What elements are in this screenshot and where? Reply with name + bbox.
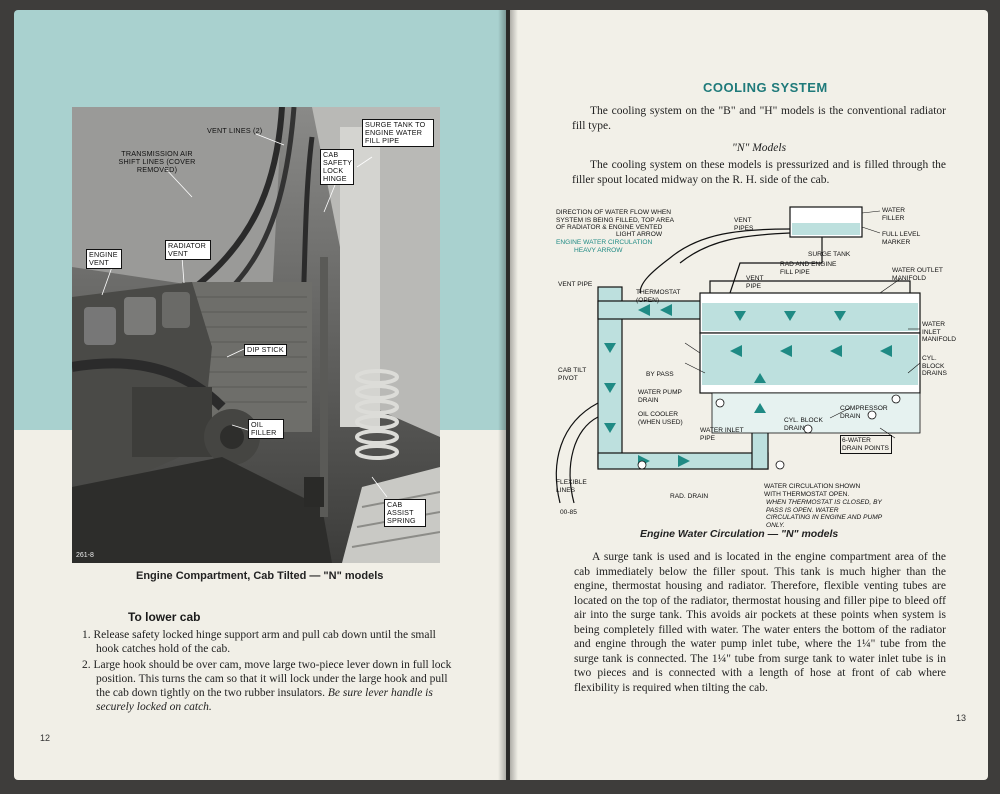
page-title: COOLING SYSTEM — [703, 80, 828, 95]
diagram-label-circ-closed: WHEN THERMOSTAT IS CLOSED, BY PASS IS OP… — [766, 499, 882, 529]
lower-cab-steps: 1. Release safety locked hinge support a… — [82, 628, 458, 716]
page-number-right: 13 — [956, 713, 967, 723]
diagram-label-rad-engine-fill: RAD AND ENGINE FILL PIPE — [780, 261, 837, 276]
photo-label-cab-safety: CAB SAFETY LOCK HINGE — [320, 149, 354, 185]
photo-label-oil-filler: OIL FILLER — [248, 419, 284, 439]
photo-label-engine-vent: ENGINE VENT — [86, 249, 122, 269]
photo-label-radiator-vent: RADIATOR VENT — [165, 240, 211, 260]
diagram-label-engine-circ: ENGINE WATER CIRCULATION — [556, 239, 653, 246]
diagram-label-flexible-lines: FLEXIBLE LINES — [556, 479, 587, 494]
step-1: 1. Release safety locked hinge support a… — [82, 629, 436, 655]
n-models-paragraph: The cooling system on these models is pr… — [572, 159, 946, 186]
photo-caption: Engine Compartment, Cab Tilted — "N" mod… — [136, 570, 384, 582]
diagram-label-vent-pipe-left: VENT PIPE — [558, 281, 593, 288]
photo-code: 261-8 — [76, 552, 94, 559]
photo-label-surge-tank: SURGE TANK TO ENGINE WATER FILL PIPE — [362, 119, 434, 147]
diagram-label-full-level: FULL LEVEL MARKER — [882, 231, 920, 246]
diagram-label-vent-pipes: VENT PIPES — [734, 217, 754, 232]
diagram-label-by-pass: BY PASS — [646, 371, 674, 378]
diagram-caption: Engine Water Circulation — "N" models — [640, 528, 839, 540]
diagram-label-cab-tilt: CAB TILT PIVOT — [558, 367, 587, 382]
diagram-label-surge-tank: SURGE TANK — [808, 251, 851, 258]
step-2: 2. Large hook should be over cam, move l… — [82, 659, 452, 713]
section-heading-lower-cab: To lower cab — [128, 610, 201, 624]
photo-label-dip-stick: DIP STICK — [244, 344, 287, 356]
photo-label-transmission: TRANSMISSION AIR SHIFT LINES (COVER REMO… — [118, 149, 196, 174]
step-2-warning: Be sure lever handle is securely locked … — [96, 687, 433, 713]
diagram-label-heavy-arrow: HEAVY ARROW — [574, 247, 623, 254]
diagram-label-circ-open: WATER CIRCULATION SHOWN WITH THERMOSTAT … — [764, 483, 861, 498]
book-gutter — [498, 10, 518, 780]
diagram-label-water-inlet-manifold: WATER INLET MANIFOLD — [922, 321, 957, 343]
diagram-code: 00-85 — [560, 509, 577, 516]
photo-label-vent-lines: VENT LINES (2) — [207, 126, 263, 135]
diagram-label-water-filler: WATER FILLER — [882, 207, 906, 222]
diagram-label-direction: DIRECTION OF WATER FLOW WHEN SYSTEM IS B… — [556, 209, 674, 231]
diagram-label-cyl-block-drains: CYL. BLOCK DRAINS — [922, 355, 947, 377]
diagram-label-water-inlet-pipe: WATER INLET PIPE — [700, 427, 744, 442]
diagram-label-water-pump-drain: WATER PUMP DRAIN — [638, 389, 682, 404]
diagram-label-six-water: 6-WATER DRAIN POINTS — [840, 435, 892, 454]
diagram-label-vent-pipe-mid: VENT PIPE — [746, 275, 764, 290]
cooling-diagram: DIRECTION OF WATER FLOW WHEN SYSTEM IS B… — [540, 203, 960, 529]
diagram-label-oil-cooler: OIL COOLER (WHEN USED) — [638, 411, 683, 426]
diagram-label-light-arrow: LIGHT ARROW — [616, 231, 663, 238]
diagram-label-thermostat: THERMOSTAT (OPEN) — [636, 289, 681, 304]
intro-paragraph: The cooling system on the "B" and "H" mo… — [572, 105, 946, 132]
diagram-label-rad-drain: RAD. DRAIN — [670, 493, 709, 500]
diagram-label-cyl-block-drain: CYL. BLOCK DRAIN — [784, 417, 823, 432]
photo-label-cab-assist: CAB ASSIST SPRING — [384, 499, 426, 527]
n-models-heading: "N" Models — [732, 142, 787, 154]
page-number-left: 12 — [40, 733, 51, 743]
diagram-label-compressor-drain: COMPRESSOR DRAIN — [840, 405, 888, 420]
engine-compartment-photo: VENT LINES (2) SURGE TANK TO ENGINE WATE… — [72, 107, 440, 563]
diagram-label-water-outlet: WATER OUTLET MANIFOLD — [892, 267, 943, 282]
surge-tank-paragraph: A surge tank is used and is located in t… — [574, 551, 946, 694]
